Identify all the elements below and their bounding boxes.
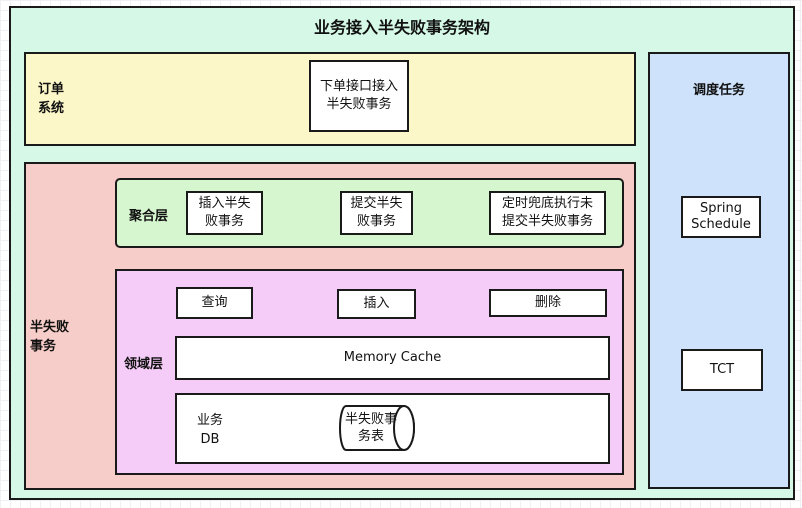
tct-box: TCT bbox=[681, 349, 763, 391]
domain-insert-box: 插入 bbox=[337, 289, 416, 319]
scheduled-submit-label: 定时兜底执行未提交半失败事务 bbox=[501, 196, 593, 229]
memory-cache-label: Memory Cache bbox=[343, 350, 442, 366]
insert-tx-label: 插入半失败事务 bbox=[198, 196, 251, 229]
delete-label: 删除 bbox=[534, 295, 561, 311]
half-failure-tx-label: 半失败 事务 bbox=[30, 320, 70, 354]
memory-cache-box: Memory Cache bbox=[175, 336, 610, 380]
delete-box: 删除 bbox=[489, 289, 607, 317]
aggregation-layer-label: 聚合层 bbox=[129, 209, 169, 224]
order-api-box: 下单接口接入半失败事务 bbox=[309, 60, 409, 132]
order-system-label: 订单 系统 bbox=[38, 82, 65, 116]
tct-label: TCT bbox=[709, 362, 735, 378]
submit-tx-box: 提交半失败事务 bbox=[340, 191, 413, 235]
domain-insert-label: 插入 bbox=[363, 296, 390, 312]
scheduler-box bbox=[648, 52, 790, 489]
query-label: 查询 bbox=[201, 295, 228, 311]
cylinder-shape bbox=[339, 405, 415, 451]
scheduler-title: 调度任务 bbox=[692, 83, 745, 99]
spring-schedule-box: Spring Schedule bbox=[681, 196, 761, 238]
submit-tx-label: 提交半失败事务 bbox=[350, 196, 403, 229]
tx-table-label: 半失败事务表 bbox=[338, 404, 404, 452]
insert-tx-box: 插入半失败事务 bbox=[186, 191, 263, 235]
spring-schedule-label: Spring Schedule bbox=[691, 201, 751, 232]
table-cylinder-icon bbox=[338, 404, 416, 452]
business-db-label: 业务 DB bbox=[196, 413, 223, 447]
scheduled-submit-box: 定时兜底执行未提交半失败事务 bbox=[489, 191, 606, 235]
order-api-label: 下单接口接入半失败事务 bbox=[319, 79, 398, 112]
query-box: 查询 bbox=[176, 287, 253, 319]
domain-layer-label: 领域层 bbox=[124, 357, 164, 372]
tx-table-text: 半失败事务表 bbox=[344, 412, 397, 444]
diagram-title: 业务接入半失败事务架构 bbox=[313, 18, 490, 38]
